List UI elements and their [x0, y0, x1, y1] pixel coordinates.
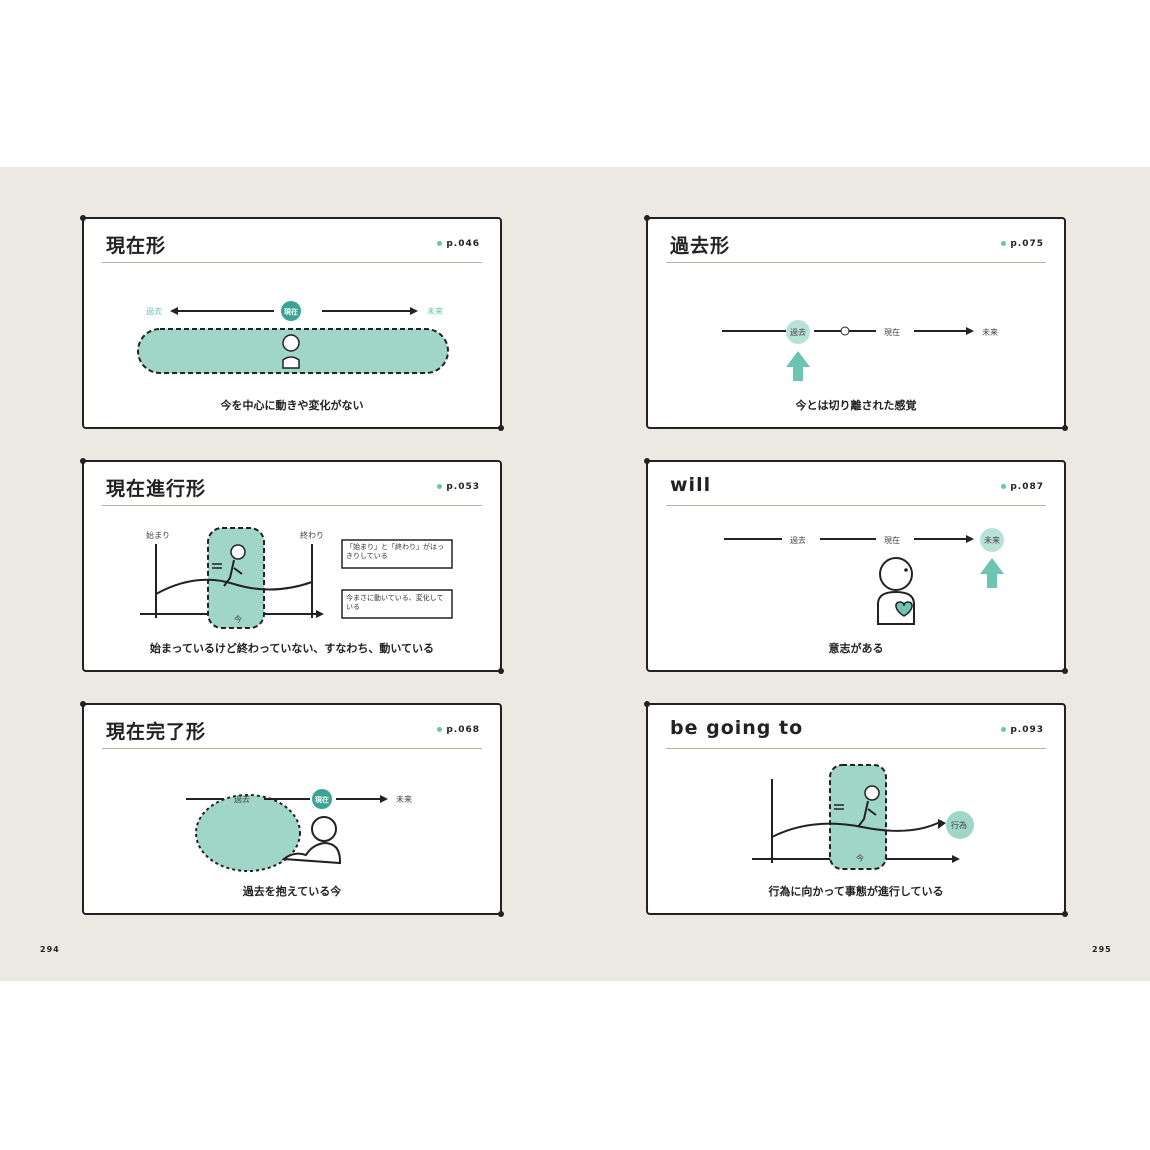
now-zone — [207, 527, 265, 629]
note-box — [341, 539, 453, 569]
card-title: 現在完了形 — [106, 721, 207, 743]
card-past: 過去形 p.075 過去 現在 未来 今とは切り離された感覚 — [644, 215, 1068, 431]
past-label: 過去 — [790, 535, 806, 545]
card-title: 現在進行形 — [106, 478, 207, 500]
past-zone — [195, 794, 301, 872]
card-caption: 今を中心に動きや変化がない — [220, 399, 364, 412]
page-number-right: 295 — [1092, 945, 1112, 954]
now-label: 今 — [234, 614, 242, 624]
page-number-left: 294 — [40, 945, 60, 954]
divider — [666, 262, 1046, 263]
going-to-diagram: 今 行為 — [752, 764, 974, 870]
card-caption: 過去を抱えている今 — [242, 885, 342, 898]
divider — [102, 748, 482, 749]
now-label: 現在 — [315, 795, 329, 804]
start-label: 始まり — [146, 530, 170, 540]
person-icon — [879, 557, 913, 591]
past-diagram: 過去 現在 未来 — [722, 320, 998, 381]
bullet-icon — [437, 241, 443, 246]
future-label: 未来 — [396, 794, 412, 804]
now-label: 現在 — [884, 327, 900, 337]
act-marker — [946, 811, 974, 839]
page-reference: p.046 — [437, 239, 480, 249]
now-marker — [312, 789, 332, 809]
past-label: 過去 — [146, 306, 162, 316]
will-diagram: 過去 現在 未来 — [724, 528, 1004, 625]
card-caption: 今とは切り離された感覚 — [795, 399, 917, 412]
bullet-icon — [1001, 241, 1007, 246]
heart-icon — [895, 601, 913, 617]
note-box — [341, 589, 453, 619]
future-label: 未来 — [984, 535, 1000, 545]
future-label: 未来 — [427, 306, 443, 316]
note-text: 今まさに動いている、変化している — [346, 594, 444, 611]
perfect-diagram: 過去 現在 未来 — [186, 789, 412, 872]
card-be-going-to: be going to p.093 今 行為 行為に向かって事態が進行している — [644, 701, 1068, 917]
past-label: 過去 — [790, 327, 806, 337]
now-label: 今 — [856, 853, 864, 863]
now-marker — [281, 301, 301, 321]
card-caption: 意志がある — [828, 642, 884, 655]
future-label: 未来 — [982, 327, 998, 337]
past-label: 過去 — [234, 794, 250, 804]
card-title: be going to — [670, 717, 804, 739]
divider — [102, 505, 482, 506]
page-reference: p.093 — [1001, 725, 1044, 735]
bullet-icon — [437, 484, 443, 489]
page-reference: p.068 — [437, 725, 480, 735]
progressive-diagram: 始まり 終わり 今 「始まり」と「終わり」がはっきりしている 今まさに動いている… — [140, 527, 453, 629]
page-reference: p.053 — [437, 482, 480, 492]
note-text: 「始まり」と「終わり」がはっきりしている — [346, 543, 444, 560]
divider — [666, 505, 1046, 506]
bullet-icon — [1001, 484, 1007, 489]
person-icon — [282, 334, 300, 352]
person-icon — [230, 544, 246, 560]
card-title: 過去形 — [670, 235, 731, 257]
page-number: p.053 — [446, 482, 480, 492]
now-label: 現在 — [284, 307, 298, 316]
arrow-up-icon — [980, 558, 1004, 588]
page-reference: p.075 — [1001, 239, 1044, 249]
card-present-perfect: 現在完了形 p.068 過去 現在 未来 過去を抱えている今 — [80, 701, 504, 917]
person-icon — [864, 785, 880, 801]
present-diagram: 過去 現在 未来 — [137, 301, 449, 374]
page-number: p.087 — [1010, 482, 1044, 492]
page-number: p.046 — [446, 239, 480, 249]
card-present-progressive: 現在進行形 p.053 始まり 終わり 今 「始まり」と「終わり」がはっきりして… — [80, 458, 504, 674]
page-number: p.068 — [446, 725, 480, 735]
page-number: p.093 — [1010, 725, 1044, 735]
person-icon — [311, 816, 337, 842]
card-caption: 行為に向かって事態が進行している — [768, 885, 944, 898]
card-caption: 始まっているけど終わっていない、すなわち、動いている — [149, 642, 435, 655]
act-label: 行為 — [951, 820, 967, 830]
past-marker — [786, 320, 810, 344]
arrow-up-icon — [786, 351, 810, 381]
divider — [666, 748, 1046, 749]
page-reference: p.087 — [1001, 482, 1044, 492]
bullet-icon — [437, 727, 443, 732]
now-label: 現在 — [884, 535, 900, 545]
future-marker — [980, 528, 1004, 552]
divider — [102, 262, 482, 263]
page-number: p.075 — [1010, 239, 1044, 249]
card-title: will — [670, 474, 712, 496]
end-label: 終わり — [300, 530, 324, 540]
card-present: 現在形 p.046 過去 現在 未来 今を中心に動きや変化がない — [80, 215, 504, 431]
card-will: will p.087 過去 現在 未来 意志がある — [644, 458, 1068, 674]
card-title: 現在形 — [106, 235, 167, 257]
bullet-icon — [1001, 727, 1007, 732]
